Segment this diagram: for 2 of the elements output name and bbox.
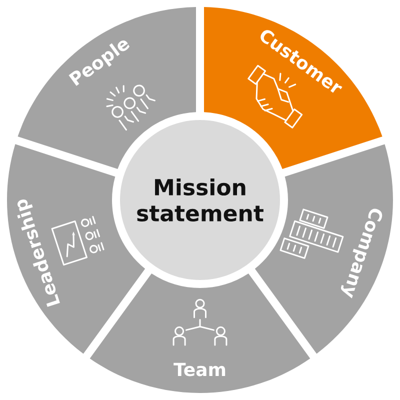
ring-segment: Team [90, 273, 310, 393]
node-label: Team [174, 362, 226, 376]
